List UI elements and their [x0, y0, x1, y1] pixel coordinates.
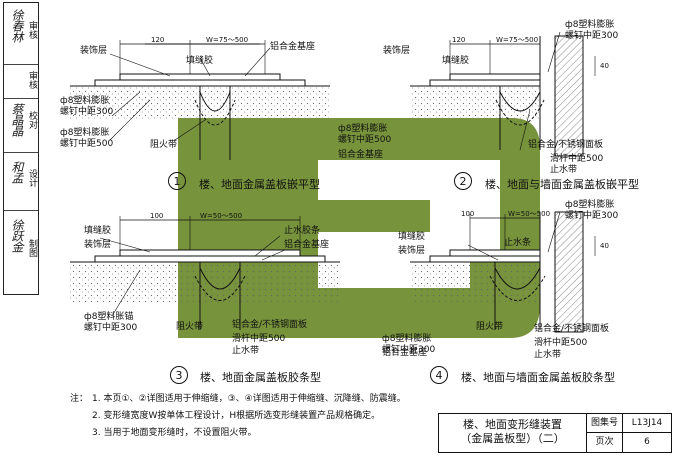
callout-label: 铝合金基座: [284, 240, 330, 250]
page-number-value: 6: [644, 437, 650, 447]
atlas-number-label: 图集号: [587, 414, 623, 433]
dimension-label: W=75～500: [496, 36, 539, 44]
callout-label: 填缝胶: [84, 226, 112, 236]
callout-label: ф8塑料膨胀 螺钉中距500: [60, 128, 114, 149]
signature: 蔡晶晶: [10, 103, 24, 136]
detail-caption: 楼、地面与墙面金属盖板嵌平型: [485, 178, 639, 191]
callout-label: 阻火带: [176, 322, 204, 332]
detail-2: [410, 31, 596, 157]
callout-label: 装饰层: [398, 246, 426, 256]
dimension-label: W=50～500: [200, 212, 243, 220]
note-item: 1. 本页①、②详图适用于伸缩缝，③、④详图适用于伸缩缝、沉降缝、防震缝。: [92, 394, 406, 404]
callout-label: 铝合金基座: [382, 348, 428, 358]
notes-heading: 注：: [70, 394, 89, 404]
callout-label: 止水带: [232, 346, 260, 356]
callout-label: 装饰层: [84, 240, 112, 250]
callout-label: 填缝胶: [186, 56, 214, 66]
drawing-title-line: 楼、地面变形缝装置: [463, 418, 562, 431]
dimension-label: 120: [151, 36, 165, 44]
callout-label: 滑杆中距500: [550, 154, 604, 164]
callout-label: 阻火带: [150, 140, 178, 150]
dimension-label: 40: [600, 62, 609, 70]
dimension-label: 100: [461, 210, 475, 218]
callout-label: 填缝胶: [398, 232, 426, 242]
detail-3: [70, 216, 340, 330]
callout-label: 铝合金/不锈钢面板: [232, 320, 308, 330]
callout-label: ф8塑料膨胀 螺钉中距500: [338, 124, 392, 145]
signature: 徐春林: [10, 9, 24, 42]
dimension-label: W=75～500: [206, 36, 249, 44]
detail-caption: 楼、地面与墙面金属盖板胶条型: [461, 371, 615, 384]
callout-label: 铝合金基座: [338, 150, 384, 160]
signoff-row: 和孟 设计: [4, 153, 38, 211]
signoff-row: 徐春林 审核: [4, 3, 38, 65]
detail-number-badge: 3: [170, 366, 188, 384]
detail-1: [70, 40, 330, 160]
dimension-label: 40: [600, 242, 609, 250]
signoff-label: 审核: [27, 21, 37, 39]
callout-label: 止水带: [550, 165, 578, 175]
signoff-label: 校对: [27, 111, 37, 129]
atlas-number-value: L13J14: [623, 414, 671, 433]
note-item: 2. 变形缝宽度W按单体工程设计，H根据所选变形缝装置产品规格确定。: [92, 411, 381, 421]
dimension-label: 120: [452, 36, 466, 44]
detail-number-badge: 4: [430, 366, 448, 384]
signoff-label: 设计: [27, 169, 37, 187]
signoff-label: 制图: [27, 239, 37, 257]
drawing-title: 楼、地面变形缝装置 （金属盖板型）（二）: [439, 414, 587, 452]
callout-label: 装饰层: [80, 46, 108, 56]
callout-label: 填缝胶: [442, 56, 470, 66]
signoff-strip: 徐春林 审核 审核 蔡晶晶 校对 和孟 设计 徐跃金 制图: [3, 2, 39, 295]
callout-label: ф8塑料膨胀 螺钉中距300: [60, 96, 114, 117]
signature: 和孟: [10, 161, 24, 183]
detail-4: [410, 211, 596, 333]
callout-label: ф8塑料膨胀 螺钉中距300: [565, 20, 619, 41]
signoff-row: 徐跃金 制图: [4, 211, 38, 294]
callout-label: 铝合金基座: [270, 42, 316, 52]
page-number-label: 页次: [587, 433, 623, 452]
drawing-title-line: （金属盖板型）（二）: [460, 432, 565, 445]
callout-label: 止水胶条: [284, 226, 321, 236]
callout-label: 铝合金/不锈钢面板: [528, 140, 604, 150]
callout-label: 滑杆中距500: [232, 334, 286, 344]
signature: 徐跃金: [10, 219, 24, 252]
callout-label: 止水带: [534, 350, 562, 360]
detail-caption: 楼、地面金属盖板胶条型: [200, 371, 321, 384]
signoff-row: 蔡晶晶 校对: [4, 99, 38, 153]
title-block: 楼、地面变形缝装置 （金属盖板型）（二） 图集号 L13J14 页次 6: [438, 413, 672, 453]
callout-label: 装饰层: [383, 46, 411, 56]
dimension-label: 100: [150, 212, 164, 220]
callout-label: 滑杆中距500: [534, 338, 588, 348]
note-item: 3. 当用于地面变形缝时，不设置阻火带。: [92, 428, 257, 438]
signoff-label: 审核: [27, 71, 37, 89]
dimension-label: W=50～500: [508, 210, 551, 218]
detail-number-badge: 1: [168, 172, 186, 190]
detail-caption: 楼、地面金属盖板嵌平型: [199, 178, 320, 191]
callout-label: ф8塑料膨胀 螺钉中距300: [565, 200, 619, 221]
detail-number-badge: 2: [454, 172, 472, 190]
callout-label: ф8塑料胀锚 螺钉中距300: [84, 312, 138, 333]
callout-label: ф8塑料膨胀 螺钉中距300: [382, 334, 436, 355]
callout-label: 止水条: [504, 238, 532, 248]
callout-label: 铝合金/不锈钢面板: [534, 324, 610, 334]
callout-label: 阻火带: [476, 322, 504, 332]
signoff-row: 审核: [4, 65, 38, 99]
